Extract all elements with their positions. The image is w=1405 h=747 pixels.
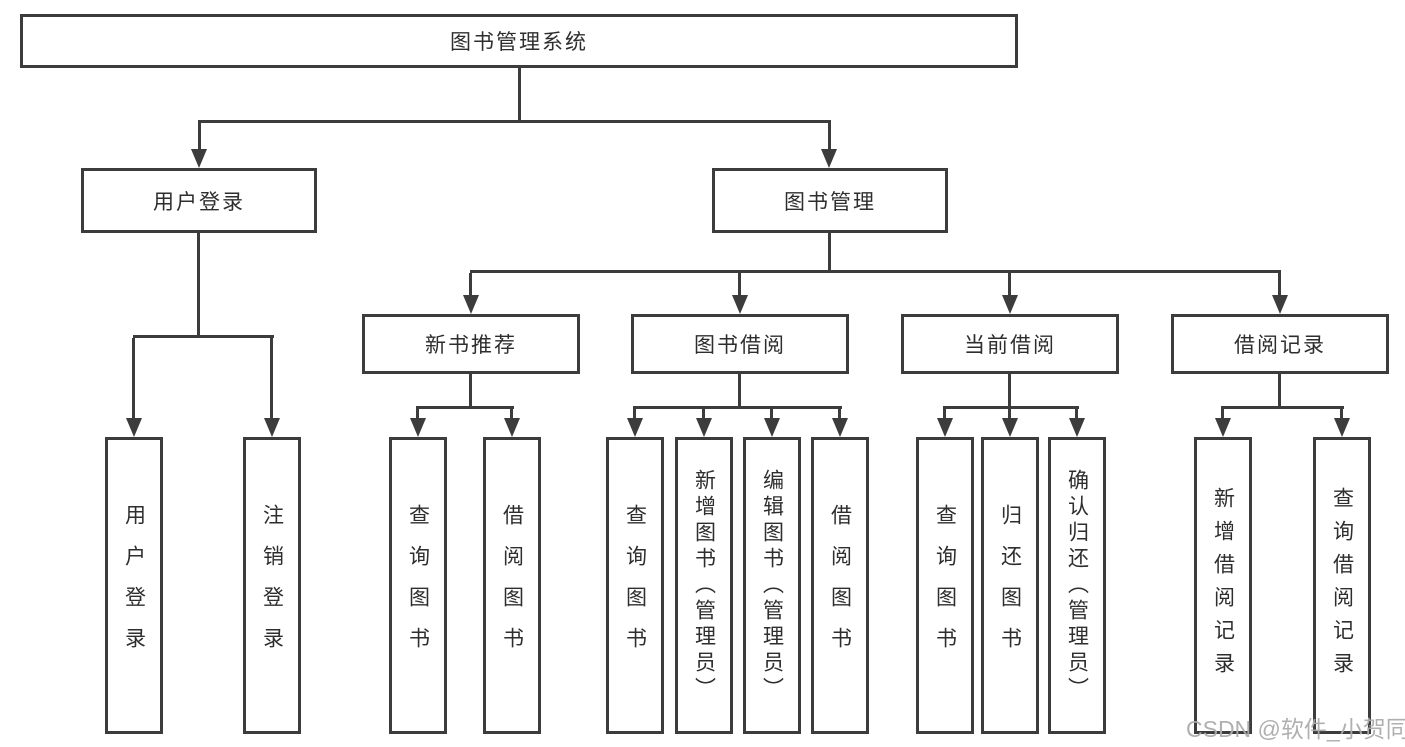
leaf-query-borrow-record: 查询借阅记录 xyxy=(1313,437,1371,734)
leaf-query-books-1: 查询图书 xyxy=(389,437,447,734)
node-book-borrow: 图书借阅 xyxy=(631,314,849,374)
arrowhead-down-icon xyxy=(627,418,643,437)
leaf-return-books-label: 归还图书 xyxy=(998,503,1022,668)
connector-vline xyxy=(838,409,841,422)
connector-vline xyxy=(1278,374,1281,409)
leaf-query-borrow-record-label: 查询借阅记录 xyxy=(1330,486,1354,685)
connector-vline xyxy=(770,409,773,422)
arrowhead-down-icon xyxy=(1002,418,1018,437)
leaf-user-login-label: 用户登录 xyxy=(122,503,146,668)
arrowhead-down-icon xyxy=(821,149,837,168)
connector-vline xyxy=(1008,273,1011,298)
arrowhead-down-icon xyxy=(504,418,520,437)
arrowhead-down-icon xyxy=(1215,418,1231,437)
leaf-query-books-1-label: 查询图书 xyxy=(406,503,430,668)
connector-hline xyxy=(133,335,274,338)
arrowhead-down-icon xyxy=(1069,418,1085,437)
arrowhead-down-icon xyxy=(191,149,207,168)
node-user-login-label: 用户登录 xyxy=(153,190,245,214)
leaf-query-books-2-label: 查询图书 xyxy=(623,503,647,668)
connector-vline xyxy=(416,409,419,422)
connector-vline xyxy=(469,374,472,409)
arrowhead-down-icon xyxy=(1002,295,1018,314)
connector-vline xyxy=(1008,409,1011,422)
connector-hline xyxy=(416,406,514,409)
leaf-query-books-3-label: 查询图书 xyxy=(933,503,957,668)
leaf-logout: 注销登录 xyxy=(243,437,301,734)
connector-vline xyxy=(633,409,636,422)
node-root: 图书管理系统 xyxy=(20,14,1018,68)
connector-vline xyxy=(197,233,200,335)
node-current-borrow: 当前借阅 xyxy=(901,314,1119,374)
node-new-book-recommend: 新书推荐 xyxy=(362,314,580,374)
connector-hline xyxy=(943,406,1079,409)
leaf-borrow-books-1: 借阅图书 xyxy=(483,437,541,734)
arrowhead-down-icon xyxy=(1272,295,1288,314)
node-book-borrow-label: 图书借阅 xyxy=(694,334,786,357)
node-new-book-recommend-label: 新书推荐 xyxy=(425,334,517,357)
leaf-add-book-admin-label: 新增图书（管理员） xyxy=(692,468,716,703)
connector-vline xyxy=(198,123,201,152)
connector-hline xyxy=(470,270,1281,273)
connector-vline xyxy=(132,338,135,421)
connector-vline xyxy=(518,68,521,120)
connector-hline xyxy=(1221,406,1344,409)
leaf-add-book-admin: 新增图书（管理员） xyxy=(675,437,733,734)
connector-vline xyxy=(1221,409,1224,422)
arrowhead-down-icon xyxy=(732,295,748,314)
node-user-login: 用户登录 xyxy=(81,168,317,233)
connector-hline xyxy=(198,120,831,123)
leaf-borrow-books-1-label: 借阅图书 xyxy=(500,503,524,668)
arrowhead-down-icon xyxy=(832,418,848,437)
leaf-confirm-return-admin-label: 确认归还（管理员） xyxy=(1065,468,1089,703)
connector-vline xyxy=(828,233,831,270)
leaf-user-login: 用户登录 xyxy=(105,437,163,734)
leaf-query-books-3: 查询图书 xyxy=(916,437,974,734)
node-current-borrow-label: 当前借阅 xyxy=(964,334,1056,357)
connector-vline xyxy=(1075,409,1078,422)
connector-vline xyxy=(510,409,513,422)
csdn-watermark: CSDN @软件_小贺同学 xyxy=(1186,716,1405,742)
leaf-borrow-books-2: 借阅图书 xyxy=(811,437,869,734)
arrowhead-down-icon xyxy=(1334,418,1350,437)
connector-vline xyxy=(270,338,273,421)
arrowhead-down-icon xyxy=(764,418,780,437)
arrowhead-down-icon xyxy=(264,418,280,437)
connector-vline xyxy=(943,409,946,422)
arrowhead-down-icon xyxy=(696,418,712,437)
leaf-edit-book-admin: 编辑图书（管理员） xyxy=(743,437,801,734)
leaf-logout-label: 注销登录 xyxy=(260,503,284,668)
node-borrow-records: 借阅记录 xyxy=(1171,314,1389,374)
leaf-borrow-books-2-label: 借阅图书 xyxy=(828,503,852,668)
connector-vline xyxy=(828,123,831,152)
connector-vline xyxy=(469,273,472,298)
connector-hline xyxy=(633,406,842,409)
leaf-add-borrow-record: 新增借阅记录 xyxy=(1194,437,1252,734)
arrowhead-down-icon xyxy=(126,418,142,437)
leaf-return-books: 归还图书 xyxy=(981,437,1039,734)
node-book-management-label: 图书管理 xyxy=(784,190,876,214)
connector-vline xyxy=(1340,409,1343,422)
arrowhead-down-icon xyxy=(463,295,479,314)
connector-vline xyxy=(702,409,705,422)
leaf-add-borrow-record-label: 新增借阅记录 xyxy=(1211,486,1235,685)
connector-vline xyxy=(738,273,741,298)
leaf-query-books-2: 查询图书 xyxy=(606,437,664,734)
arrowhead-down-icon xyxy=(410,418,426,437)
leaf-edit-book-admin-label: 编辑图书（管理员） xyxy=(760,468,784,703)
connector-vline xyxy=(738,374,741,409)
node-borrow-records-label: 借阅记录 xyxy=(1234,334,1326,357)
node-root-label: 图书管理系统 xyxy=(450,31,588,54)
connector-vline xyxy=(1008,374,1011,409)
leaf-confirm-return-admin: 确认归还（管理员） xyxy=(1048,437,1106,734)
arrowhead-down-icon xyxy=(937,418,953,437)
node-book-management: 图书管理 xyxy=(712,168,948,233)
connector-vline xyxy=(1278,273,1281,298)
